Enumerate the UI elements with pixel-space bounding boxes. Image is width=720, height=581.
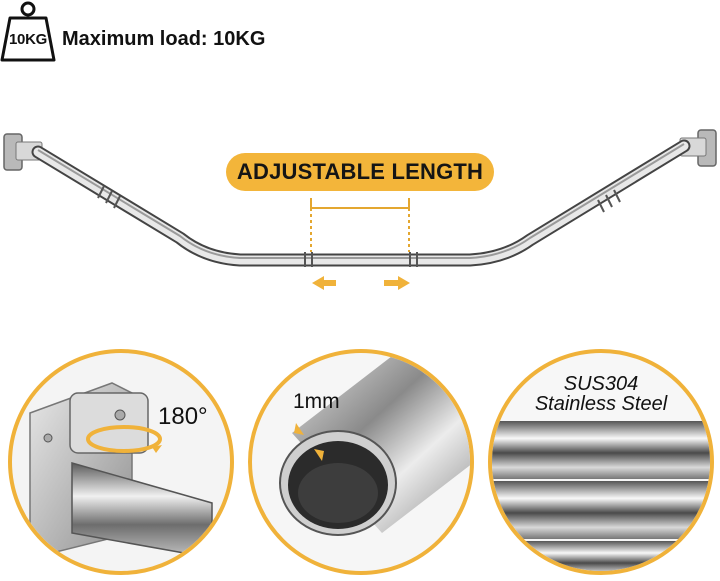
material-type-label: Stainless Steel — [534, 393, 668, 415]
bracket-detail-image — [29, 382, 213, 559]
pipe-section-image — [279, 353, 470, 536]
bracket-detail-circle — [8, 349, 234, 575]
thickness-label: 1mm — [293, 390, 340, 413]
arrow-left-icon — [312, 276, 336, 290]
material-grade-label: SUS304 — [563, 373, 639, 395]
maximum-load-text: Maximum load: 10KG — [62, 28, 266, 50]
rotation-label: 180° — [158, 403, 208, 430]
thickness-detail-circle — [248, 349, 474, 575]
adjustable-length-badge: ADJUSTABLE LENGTH — [226, 153, 494, 191]
weight-badge-label: 10KG — [9, 31, 47, 48]
arrow-right-icon — [384, 276, 410, 290]
curtain-rod-image — [3, 129, 717, 290]
weight-icon — [0, 1, 56, 62]
